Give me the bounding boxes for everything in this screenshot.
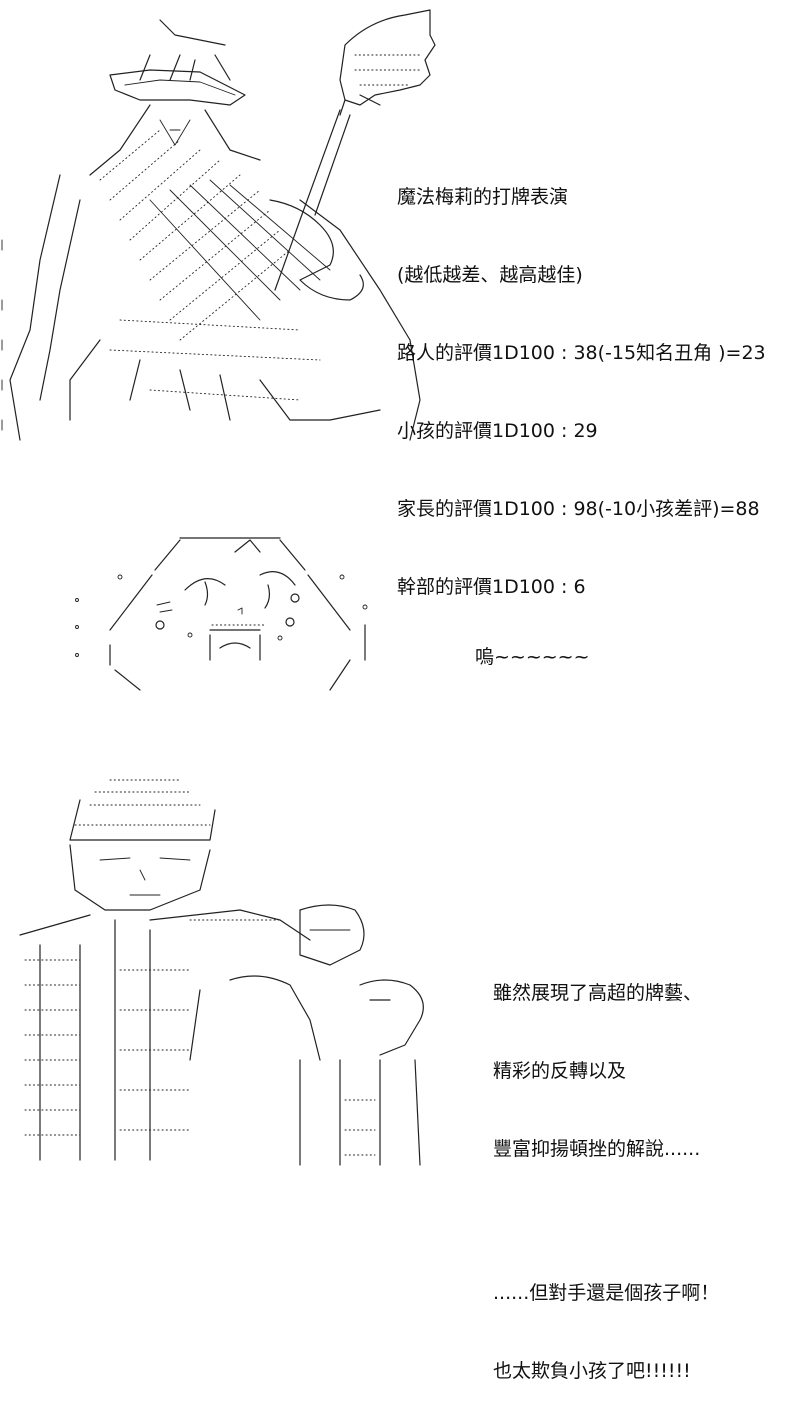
crying-face-ascii-art — [60, 530, 390, 700]
caption-line: 雖然展現了高超的牌藝、 — [493, 982, 703, 1004]
caption-line: 魔法梅莉的打牌表演 — [397, 186, 569, 208]
caption-line: 豐富抑揚頓挫的解說...... — [493, 1138, 701, 1160]
caption-line: 嗚~~~~~~ — [475, 646, 590, 668]
panel3-caption: 雖然展現了高超的牌藝、 精彩的反轉以及 豐富抑揚頓挫的解說...... ....… — [493, 928, 719, 1410]
caption-line: 小孩的評價1D100 : 29 — [397, 420, 598, 442]
caption-line: 路人的評價1D100 : 38(-15知名丑角 )=23 — [397, 342, 766, 364]
wizard-ascii-art — [0, 0, 450, 450]
panel2-caption: 嗚~~~~~~ — [475, 592, 590, 696]
caption-line: 精彩的反轉以及 — [493, 1060, 627, 1082]
adult-and-child-ascii-art — [10, 770, 450, 1170]
caption-line: 也太欺負小孩了吧!!!!!! — [493, 1360, 691, 1382]
caption-line: (越低越差、越高越佳) — [397, 264, 583, 286]
caption-line: 幹部的評價1D100 : 6 — [397, 576, 586, 598]
caption-line: ......但對手還是個孩子啊！ — [493, 1282, 720, 1304]
panel1-caption: 魔法梅莉的打牌表演 (越低越差、越高越佳) 路人的評價1D100 : 38(-1… — [397, 132, 766, 626]
caption-spacer — [493, 1214, 719, 1228]
caption-line: 家長的評價1D100 : 98(-10小孩差評)=88 — [397, 498, 760, 520]
